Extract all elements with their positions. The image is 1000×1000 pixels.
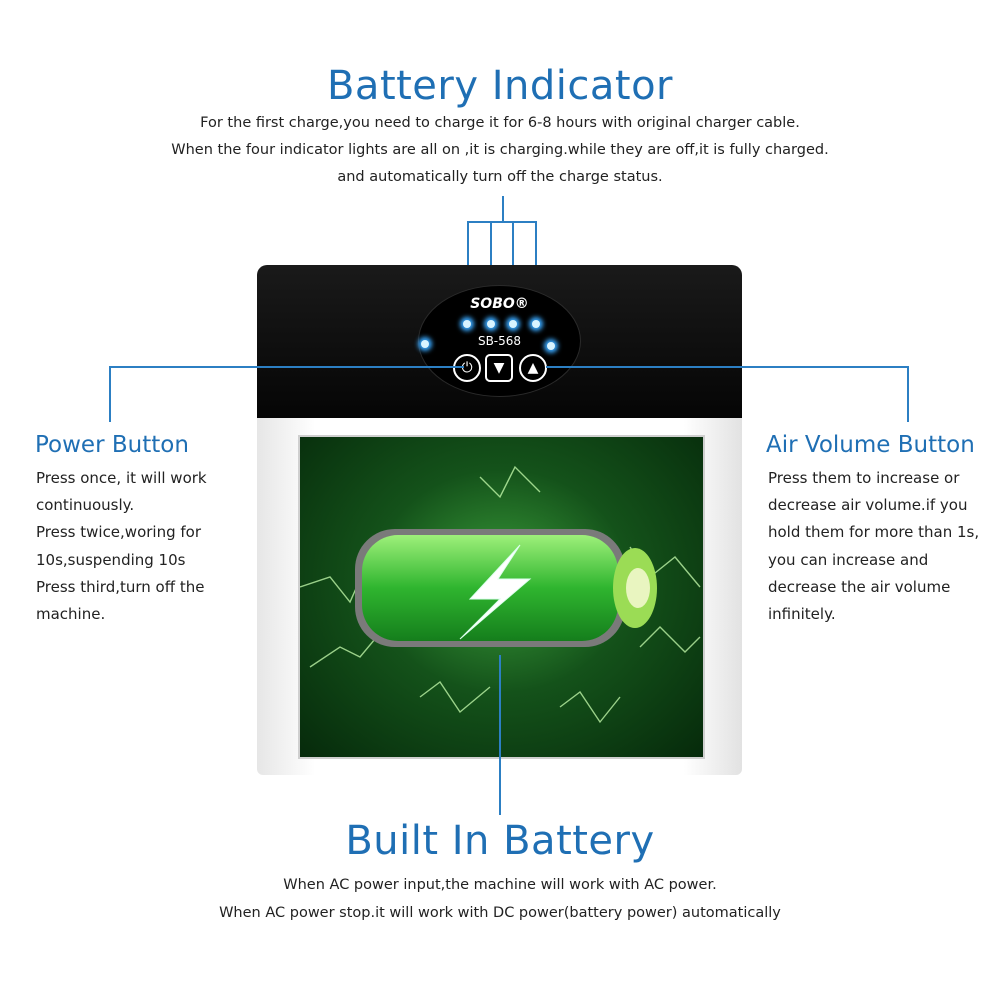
indicator-led-1 (463, 320, 471, 328)
power-icon: ⏻ (461, 360, 473, 376)
arrow-up-icon: ▲ (527, 360, 539, 376)
decrease-air-button[interactable]: ▼ (485, 354, 513, 382)
power-line-1: Press once, it will work (36, 469, 207, 487)
power-status-led (421, 340, 429, 348)
battery-connector (499, 655, 501, 815)
air-line-6: infinitely. (768, 605, 836, 624)
power-button[interactable]: ⏻ (453, 354, 481, 382)
power-line-6: machine. (36, 605, 106, 624)
control-panel: SOBO® SB-568 ⏻ ▼ ▲ (419, 286, 580, 396)
air-line-2: decrease air volume.if you (768, 496, 968, 515)
power-button-description: Press once, it will work continuously. P… (36, 465, 266, 628)
arrow-down-icon: ▼ (493, 360, 505, 376)
increase-air-button[interactable]: ▲ (519, 354, 547, 382)
built-in-battery-line-2: When AC power stop.it will work with DC … (219, 905, 781, 921)
battery-indicator-line-1: For the first charge,you need to charge … (200, 115, 800, 131)
battery-indicator-line-2: When the four indicator lights are all o… (171, 142, 829, 158)
battery-icon (299, 465, 701, 724)
air-volume-title: Air Volume Button (766, 432, 975, 458)
power-line-2: continuously. (36, 496, 135, 515)
power-line-4: 10s,suspending 10s (36, 550, 186, 569)
air-volume-description: Press them to increase or decrease air v… (768, 465, 998, 628)
power-line-3: Press twice,woring for (36, 523, 202, 542)
indicator-led-4 (532, 320, 540, 328)
battery-indicator-line-3: and automatically turn off the charge st… (337, 169, 663, 185)
power-line-5: Press third,turn off the (36, 577, 205, 596)
power-button-title: Power Button (35, 432, 189, 458)
lightning-bolt-icon (459, 544, 532, 640)
air-line-4: you can increase and (768, 550, 929, 569)
built-in-battery-title: Built In Battery (345, 818, 655, 864)
model-label: SB-568 (477, 334, 522, 348)
built-in-battery-line-1: When AC power input,the machine will wor… (283, 877, 717, 893)
air-status-led (547, 342, 555, 350)
battery-illustration (298, 435, 705, 759)
indicator-led-2 (487, 320, 495, 328)
air-line-5: decrease the air volume (768, 577, 951, 596)
battery-indicator-title: Battery Indicator (326, 63, 674, 109)
brand-logo: SOBO® (470, 296, 529, 312)
indicator-led-3 (509, 320, 517, 328)
air-line-1: Press them to increase or (768, 469, 960, 487)
air-line-3: hold them for more than 1s, (768, 523, 980, 542)
